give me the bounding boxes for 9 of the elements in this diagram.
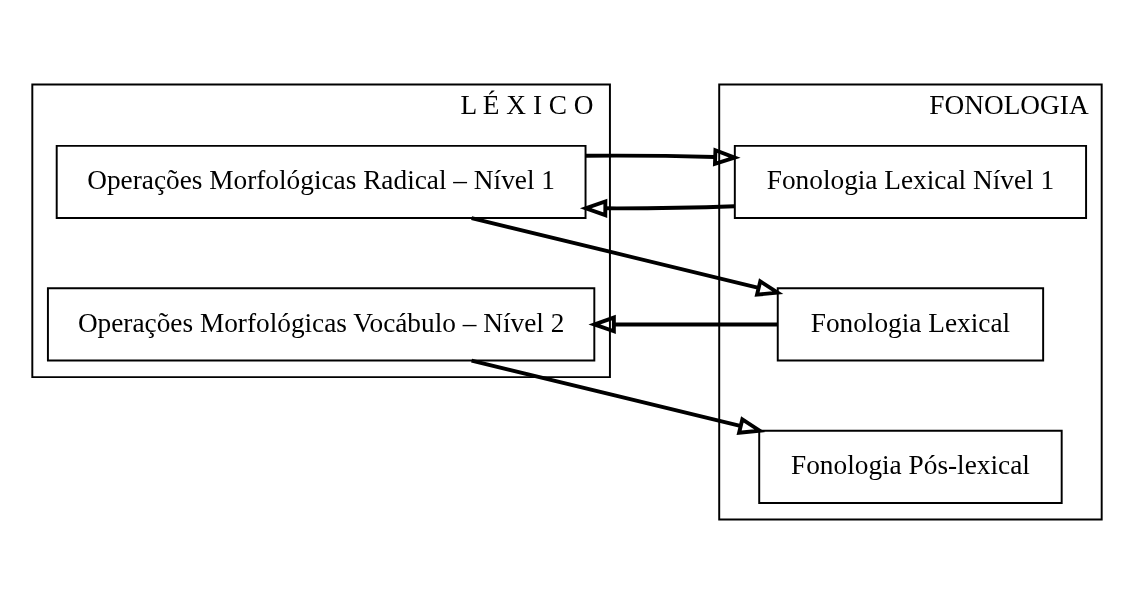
node-box: Fonologia Lexical Nível 1 — [733, 144, 1088, 219]
arrow — [588, 314, 778, 334]
node-box: Operações Morfológicas Vocábulo – Nível 2 — [46, 286, 596, 361]
arrow — [585, 146, 741, 167]
node-box: Fonologia Pós-lexical — [758, 429, 1063, 504]
arrow — [471, 215, 784, 297]
arrow — [579, 198, 735, 218]
node-box: Operações Morfológicas Radical – Nível 1 — [55, 144, 587, 219]
node-box: Fonologia Lexical — [776, 286, 1045, 361]
